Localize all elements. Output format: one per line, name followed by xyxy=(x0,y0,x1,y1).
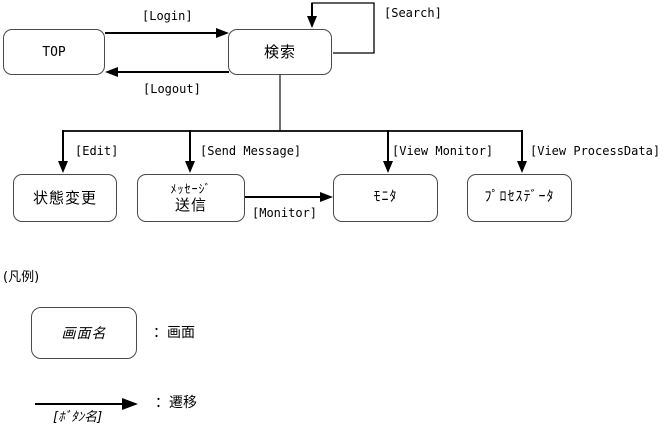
node-search: 検索 xyxy=(228,29,332,75)
edge-label-monitor: [Monitor] xyxy=(252,206,318,220)
legend-arrowhead xyxy=(122,398,138,410)
send-message-arrowhead xyxy=(185,161,195,173)
node-process-data-label: ﾌﾟﾛｾｽﾃﾞｰﾀ xyxy=(484,189,555,206)
monitor-arrowhead xyxy=(320,192,333,202)
node-status-change: 状態変更 xyxy=(13,174,117,222)
node-top: TOP xyxy=(3,29,105,75)
edge-label-login: [Login] xyxy=(142,9,193,23)
node-message-send-label-line1: ﾒｯｾｰｼﾞ xyxy=(170,181,212,196)
edge-label-view-monitor: [View Monitor] xyxy=(392,144,494,158)
node-monitor-label: ﾓﾆﾀ xyxy=(373,189,398,206)
node-process-data: ﾌﾟﾛｾｽﾃﾞｰﾀ xyxy=(467,174,572,222)
legend-screen-box: 画面名 xyxy=(31,307,137,359)
legend-arrow-meaning: ：遷移 xyxy=(155,395,197,411)
logout-arrowhead xyxy=(105,67,118,77)
search-loop-arrowhead xyxy=(307,16,317,28)
legend-arrow-label: [ﾎﾞﾀﾝ名] xyxy=(53,410,103,425)
node-top-label: TOP xyxy=(42,44,66,60)
edit-arrowhead xyxy=(58,161,68,173)
legend-screen-box-label: 画面名 xyxy=(61,326,107,342)
node-status-change-label: 状態変更 xyxy=(32,188,97,207)
legend-screen-meaning: ：画面 xyxy=(153,325,195,341)
view-processdata-arrowhead xyxy=(517,161,527,173)
edge-label-view-processdata: [View ProcessData] xyxy=(530,144,661,158)
edge-label-search: [Search] xyxy=(384,6,442,20)
legend-title: (凡例) xyxy=(3,270,40,285)
edge-label-edit: [Edit] xyxy=(75,144,119,158)
view-monitor-arrowhead xyxy=(383,161,393,173)
node-message-send: ﾒｯｾｰｼﾞ 送信 xyxy=(137,174,245,222)
node-search-label: 検索 xyxy=(263,42,296,61)
node-monitor: ﾓﾆﾀ xyxy=(333,174,438,222)
edge-label-send-message: [Send Message] xyxy=(200,144,302,158)
login-arrowhead xyxy=(216,28,229,38)
node-message-send-label-line2: 送信 xyxy=(174,195,207,214)
edge-label-logout: [Logout] xyxy=(143,82,201,96)
